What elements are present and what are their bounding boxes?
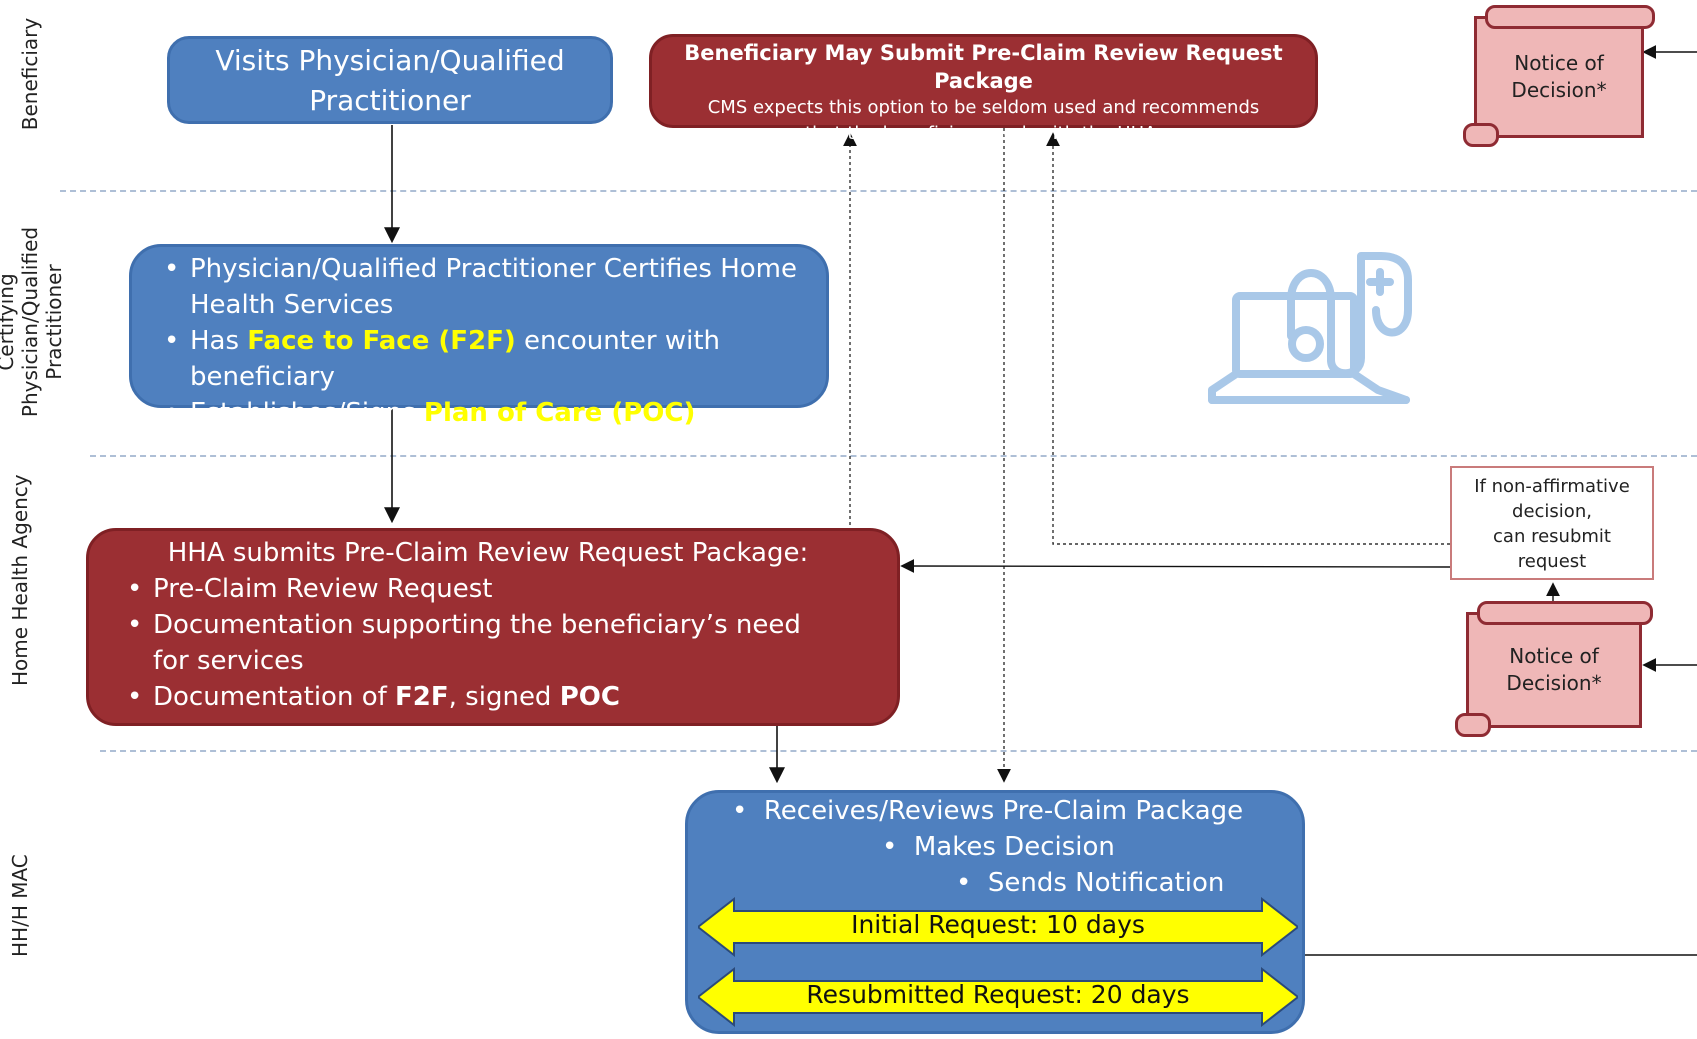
resubmitted-request-arrow <box>698 967 1298 1027</box>
resubmit-line1: If non-affirmative <box>1474 476 1630 497</box>
laptop-stethoscope-icon <box>1208 252 1412 404</box>
hha-item-3: Documentation of F2F, signed POC <box>119 679 877 715</box>
certify-box: Physician/Qualified Practitioner Certifi… <box>129 244 829 431</box>
lane-divider-2 <box>90 455 1697 457</box>
hha-submit-title: HHA submits Pre-Claim Review Request Pac… <box>167 538 809 568</box>
hha-item-1: Pre-Claim Review Request <box>119 571 877 607</box>
initial-request-arrow <box>698 897 1298 957</box>
lane-divider-1 <box>60 190 1697 192</box>
mac-item-2: • Makes Decision <box>882 832 1115 862</box>
visits-line2: Practitioner <box>309 84 471 117</box>
certify-item-1: Physician/Qualified Practitioner Certifi… <box>156 251 806 323</box>
beneficiary-submit-box: Beneficiary May Submit Pre-Claim Review … <box>649 34 1318 144</box>
notice-of-decision-bottom: Notice of Decision* <box>1455 601 1653 737</box>
visits-physician-box: Visits Physician/Qualified Practitioner <box>167 36 613 124</box>
notice-top-line1: Notice of <box>1514 51 1604 75</box>
arrow-resubmit-to-hha <box>900 559 1451 574</box>
resubmit-note: If non-affirmative decision, can resubmi… <box>1450 466 1654 580</box>
notice-of-decision-top: Notice of Decision* <box>1463 5 1655 147</box>
mac-item-1: • Receives/Reviews Pre-Claim Package <box>732 796 1244 826</box>
certify-item-3: Establishes/Signs Plan of Care (POC) <box>156 395 806 431</box>
resubmit-line4: request <box>1517 551 1587 572</box>
hha-item-2: Documentation supporting the beneficiary… <box>119 607 877 679</box>
resubmitted-request-label: Resubmitted Request: 20 days <box>806 980 1190 1009</box>
beneficiary-submit-title: Beneficiary May Submit Pre-Claim Review … <box>684 41 1283 93</box>
certify-item-2: Has Face to Face (F2F) encounter with be… <box>156 323 806 395</box>
mac-item-3: • Sends Notification <box>956 868 1225 898</box>
notice-bottom-line2: Decision* <box>1506 671 1602 695</box>
visits-line1: Visits Physician/Qualified <box>215 44 565 77</box>
hha-submit-box: HHA submits Pre-Claim Review Request Pac… <box>86 528 900 726</box>
notice-bottom-line1: Notice of <box>1509 644 1599 668</box>
resubmit-line2: decision, <box>1512 501 1592 522</box>
resubmit-line3: can resubmit <box>1493 526 1611 547</box>
beneficiary-submit-body: CMS expects this option to be seldom use… <box>707 97 1260 144</box>
dashed-resubmit-path <box>1046 132 1450 545</box>
lane-divider-3 <box>100 750 1697 752</box>
notice-top-line2: Decision* <box>1511 78 1607 102</box>
mac-review-box: • Receives/Reviews Pre-Claim Package • M… <box>685 790 1305 1034</box>
initial-request-label: Initial Request: 10 days <box>851 910 1145 939</box>
